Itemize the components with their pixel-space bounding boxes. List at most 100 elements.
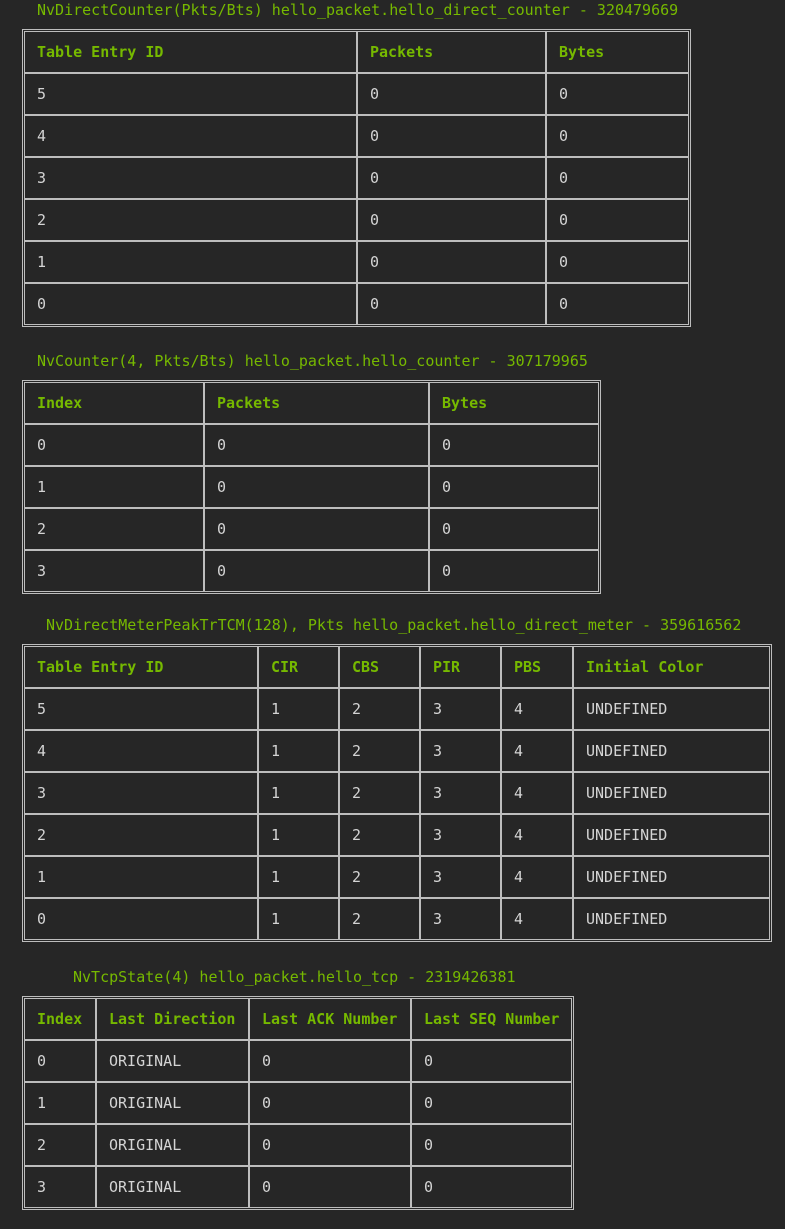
table-row: 4 1 2 3 4 UNDEFINED	[24, 730, 770, 772]
table-row: 0 0 0	[24, 424, 599, 466]
table-header-row: Index Packets Bytes	[24, 382, 599, 424]
table-cell: 3	[420, 856, 501, 898]
table-row: 3 0 0	[24, 157, 689, 199]
table-cell: UNDEFINED	[573, 688, 770, 730]
counter-table: Index Packets Bytes 0 0 0 1 0 0 2 0 0 3 …	[22, 380, 601, 594]
table-cell: 3	[420, 814, 501, 856]
tcp-state-table: Index Last Direction Last ACK Number Las…	[22, 996, 574, 1210]
column-header: CBS	[339, 646, 420, 688]
table-cell: 4	[24, 115, 357, 157]
table-row: 1 1 2 3 4 UNDEFINED	[24, 856, 770, 898]
table-row: 0 ORIGINAL 0 0	[24, 1040, 572, 1082]
table-cell: 4	[501, 730, 573, 772]
table-cell: ORIGINAL	[96, 1124, 249, 1166]
table-cell: 3	[24, 550, 204, 592]
table-row: 5 0 0	[24, 73, 689, 115]
table-cell: 3	[24, 1166, 96, 1208]
table-cell: 0	[249, 1166, 411, 1208]
table-cell: 2	[339, 730, 420, 772]
column-header: Bytes	[546, 31, 689, 73]
table-cell: 2	[339, 856, 420, 898]
table-cell: 0	[411, 1040, 572, 1082]
table-cell: 1	[24, 1082, 96, 1124]
table-cell: UNDEFINED	[573, 772, 770, 814]
table-cell: 2	[24, 508, 204, 550]
table-cell: UNDEFINED	[573, 856, 770, 898]
table-header-row: Index Last Direction Last ACK Number Las…	[24, 998, 572, 1040]
column-header: Bytes	[429, 382, 599, 424]
table-row: 0 1 2 3 4 UNDEFINED	[24, 898, 770, 940]
table-cell: 1	[258, 898, 339, 940]
table-cell: 0	[357, 241, 546, 283]
table-cell: 0	[546, 241, 689, 283]
tcp-state-caption: NvTcpState(4) hello_packet.hello_tcp - 2…	[73, 968, 516, 986]
table-cell: 0	[204, 550, 429, 592]
table-row: 3 ORIGINAL 0 0	[24, 1166, 572, 1208]
table-cell: UNDEFINED	[573, 814, 770, 856]
table-cell: 2	[24, 1124, 96, 1166]
table-cell: 0	[249, 1082, 411, 1124]
table-cell: 0	[546, 199, 689, 241]
table-cell: 0	[411, 1082, 572, 1124]
table-cell: 4	[24, 730, 258, 772]
table-cell: 2	[24, 814, 258, 856]
table-cell: 5	[24, 688, 258, 730]
table-cell: 0	[411, 1166, 572, 1208]
table-cell: 2	[24, 199, 357, 241]
table-row: 1 0 0	[24, 466, 599, 508]
table-cell: 0	[24, 283, 357, 325]
table-cell: 2	[339, 898, 420, 940]
table-row: 0 0 0	[24, 283, 689, 325]
table-cell: 4	[501, 814, 573, 856]
table-cell: 0	[546, 73, 689, 115]
table-row: 4 0 0	[24, 115, 689, 157]
table-cell: 0	[546, 283, 689, 325]
table-row: 2 0 0	[24, 199, 689, 241]
table-cell: ORIGINAL	[96, 1082, 249, 1124]
table-cell: 0	[24, 1040, 96, 1082]
column-header: Index	[24, 382, 204, 424]
table-cell: 0	[546, 115, 689, 157]
table-cell: 1	[258, 772, 339, 814]
column-header: Packets	[357, 31, 546, 73]
table-cell: 1	[258, 814, 339, 856]
table-cell: 0	[357, 199, 546, 241]
table-cell: 0	[357, 283, 546, 325]
table-row: 2 ORIGINAL 0 0	[24, 1124, 572, 1166]
table-cell: 1	[24, 241, 357, 283]
column-header: PIR	[420, 646, 501, 688]
table-cell: 3	[420, 898, 501, 940]
table-cell: 0	[546, 157, 689, 199]
table-cell: 2	[339, 814, 420, 856]
table-cell: 0	[411, 1124, 572, 1166]
table-cell: 0	[429, 550, 599, 592]
table-cell: 0	[357, 157, 546, 199]
table-cell: UNDEFINED	[573, 898, 770, 940]
table-cell: ORIGINAL	[96, 1166, 249, 1208]
table-cell: 4	[501, 898, 573, 940]
table-row: 5 1 2 3 4 UNDEFINED	[24, 688, 770, 730]
table-cell: 0	[204, 466, 429, 508]
table-row: 2 0 0	[24, 508, 599, 550]
table-cell: 0	[204, 508, 429, 550]
direct-counter-caption: NvDirectCounter(Pkts/Bts) hello_packet.h…	[37, 1, 679, 19]
table-cell: ORIGINAL	[96, 1040, 249, 1082]
table-cell: 3	[24, 157, 357, 199]
table-row: 1 ORIGINAL 0 0	[24, 1082, 572, 1124]
table-cell: 0	[204, 424, 429, 466]
table-row: 3 1 2 3 4 UNDEFINED	[24, 772, 770, 814]
table-cell: 0	[249, 1040, 411, 1082]
table-cell: 0	[24, 424, 204, 466]
table-cell: 3	[420, 688, 501, 730]
column-header: Packets	[204, 382, 429, 424]
table-cell: 1	[24, 466, 204, 508]
table-cell: 3	[420, 730, 501, 772]
table-cell: 0	[429, 466, 599, 508]
direct-meter-table: Table Entry ID CIR CBS PIR PBS Initial C…	[22, 644, 772, 942]
table-row: 3 0 0	[24, 550, 599, 592]
column-header: Table Entry ID	[24, 31, 357, 73]
table-cell: 0	[357, 115, 546, 157]
table-cell: 0	[24, 898, 258, 940]
table-cell: 4	[501, 688, 573, 730]
table-cell: 0	[357, 73, 546, 115]
